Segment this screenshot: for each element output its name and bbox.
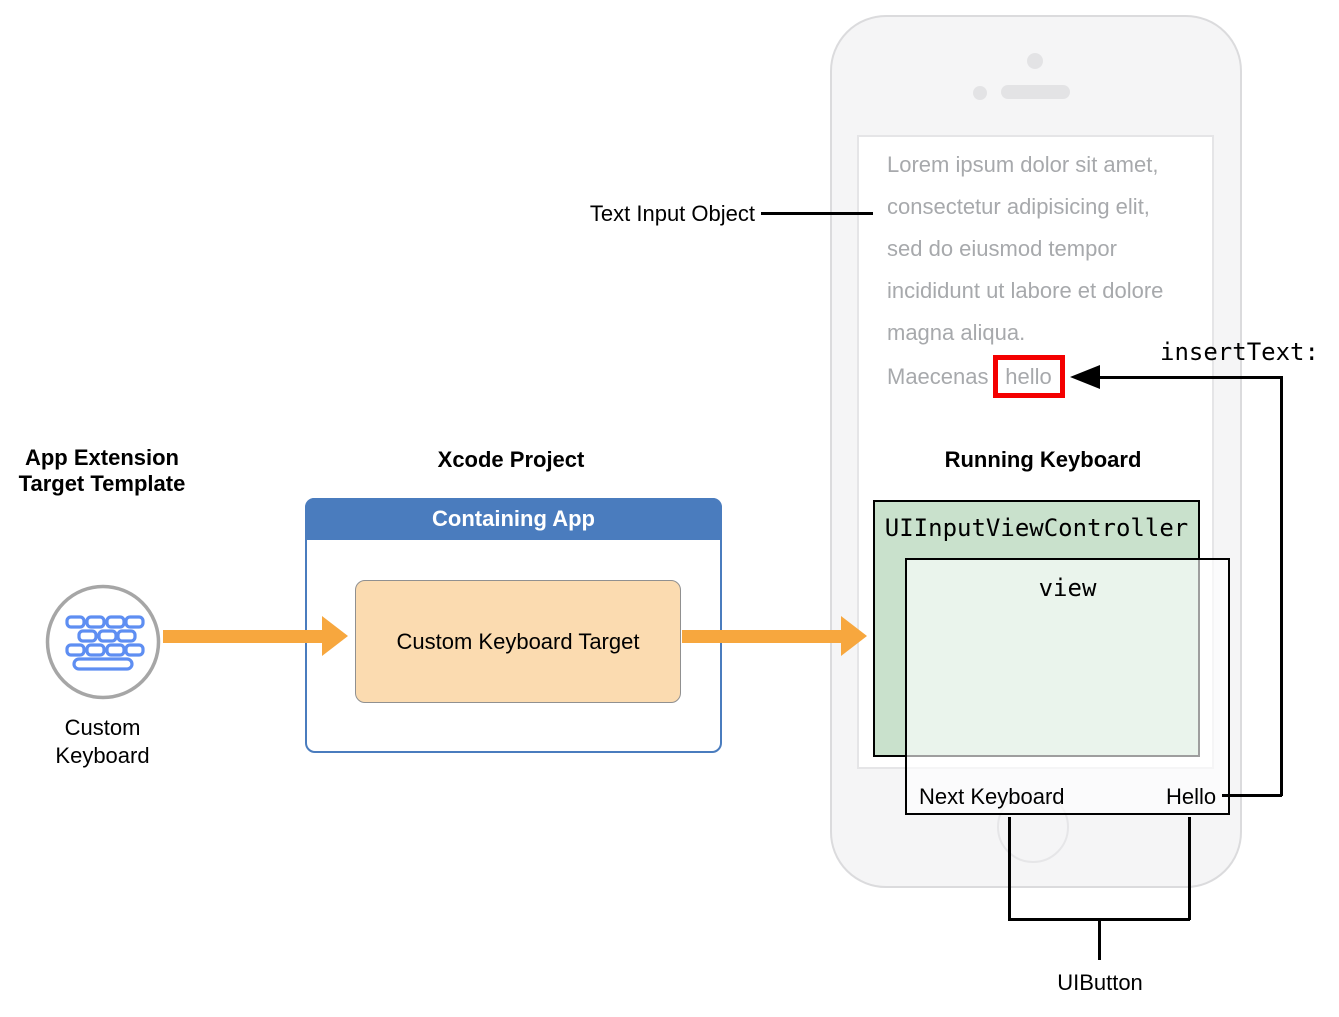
running-keyboard-heading: Running Keyboard: [944, 447, 1142, 472]
keyboard-icon: [45, 584, 161, 700]
inserttext-connector-bottom: [1222, 794, 1282, 797]
lorem-line: incididunt ut labore et dolore: [887, 278, 1164, 303]
inserted-word: hello: [1005, 363, 1052, 389]
text-input-object-connector: [761, 212, 873, 215]
inserttext-label: insertText:: [1160, 338, 1319, 366]
inserted-word-highlight: hello: [992, 355, 1065, 398]
uibutton-label: UIButton: [1057, 970, 1143, 995]
heading-line: Target Template: [18, 471, 186, 496]
hello-button: Hello: [1166, 784, 1217, 809]
lorem-line: Maecenas: [887, 363, 989, 389]
view-box: [905, 558, 1230, 815]
uibutton-bracket-stem: [1098, 918, 1101, 960]
earpiece-sensor-icon: [1027, 53, 1043, 69]
front-camera-icon: [973, 86, 987, 100]
view-label: view: [1038, 574, 1097, 602]
lorem-line: Lorem ipsum dolor sit amet,: [887, 152, 1159, 177]
containing-app-header: Containing App: [305, 498, 722, 540]
caption-line: Custom: [64, 715, 141, 740]
uiinputviewcontroller-label: UIInputViewController: [884, 514, 1189, 542]
xcode-project-heading: Xcode Project: [437, 447, 585, 472]
uibutton-bracket-right-line: [1188, 817, 1191, 920]
text-input-area: Lorem ipsum dolor sit amet, consectetur …: [887, 144, 1217, 354]
inserttext-connector-top: [1098, 376, 1282, 379]
app-extension-heading: App Extension Target Template: [3, 445, 201, 497]
flow-arrow-left-shaft: [163, 630, 323, 643]
speaker-grille-icon: [1001, 85, 1070, 99]
caption-line: Keyboard: [55, 743, 150, 768]
lorem-last-line: Maecenas hello: [887, 355, 1065, 398]
lorem-line: magna aliqua.: [887, 320, 1026, 345]
uibutton-bracket-left-line: [1008, 817, 1011, 920]
flow-arrow-right-head: [841, 616, 867, 656]
lorem-line: sed do eiusmod tempor: [887, 236, 1117, 261]
next-keyboard-button: Next Keyboard: [919, 784, 1065, 809]
lorem-line: consectetur adipisicing elit,: [887, 194, 1150, 219]
heading-line: App Extension: [24, 445, 179, 470]
inserttext-arrowhead-icon: [1070, 365, 1100, 389]
flow-arrow-left-head: [322, 616, 348, 656]
custom-keyboard-caption: Custom Keyboard: [20, 714, 185, 770]
text-input-object-label: Text Input Object: [589, 201, 755, 226]
custom-keyboard-target-box: Custom Keyboard Target: [355, 580, 681, 703]
inserttext-connector-vertical: [1280, 376, 1283, 796]
flow-arrow-right-shaft: [682, 630, 842, 643]
